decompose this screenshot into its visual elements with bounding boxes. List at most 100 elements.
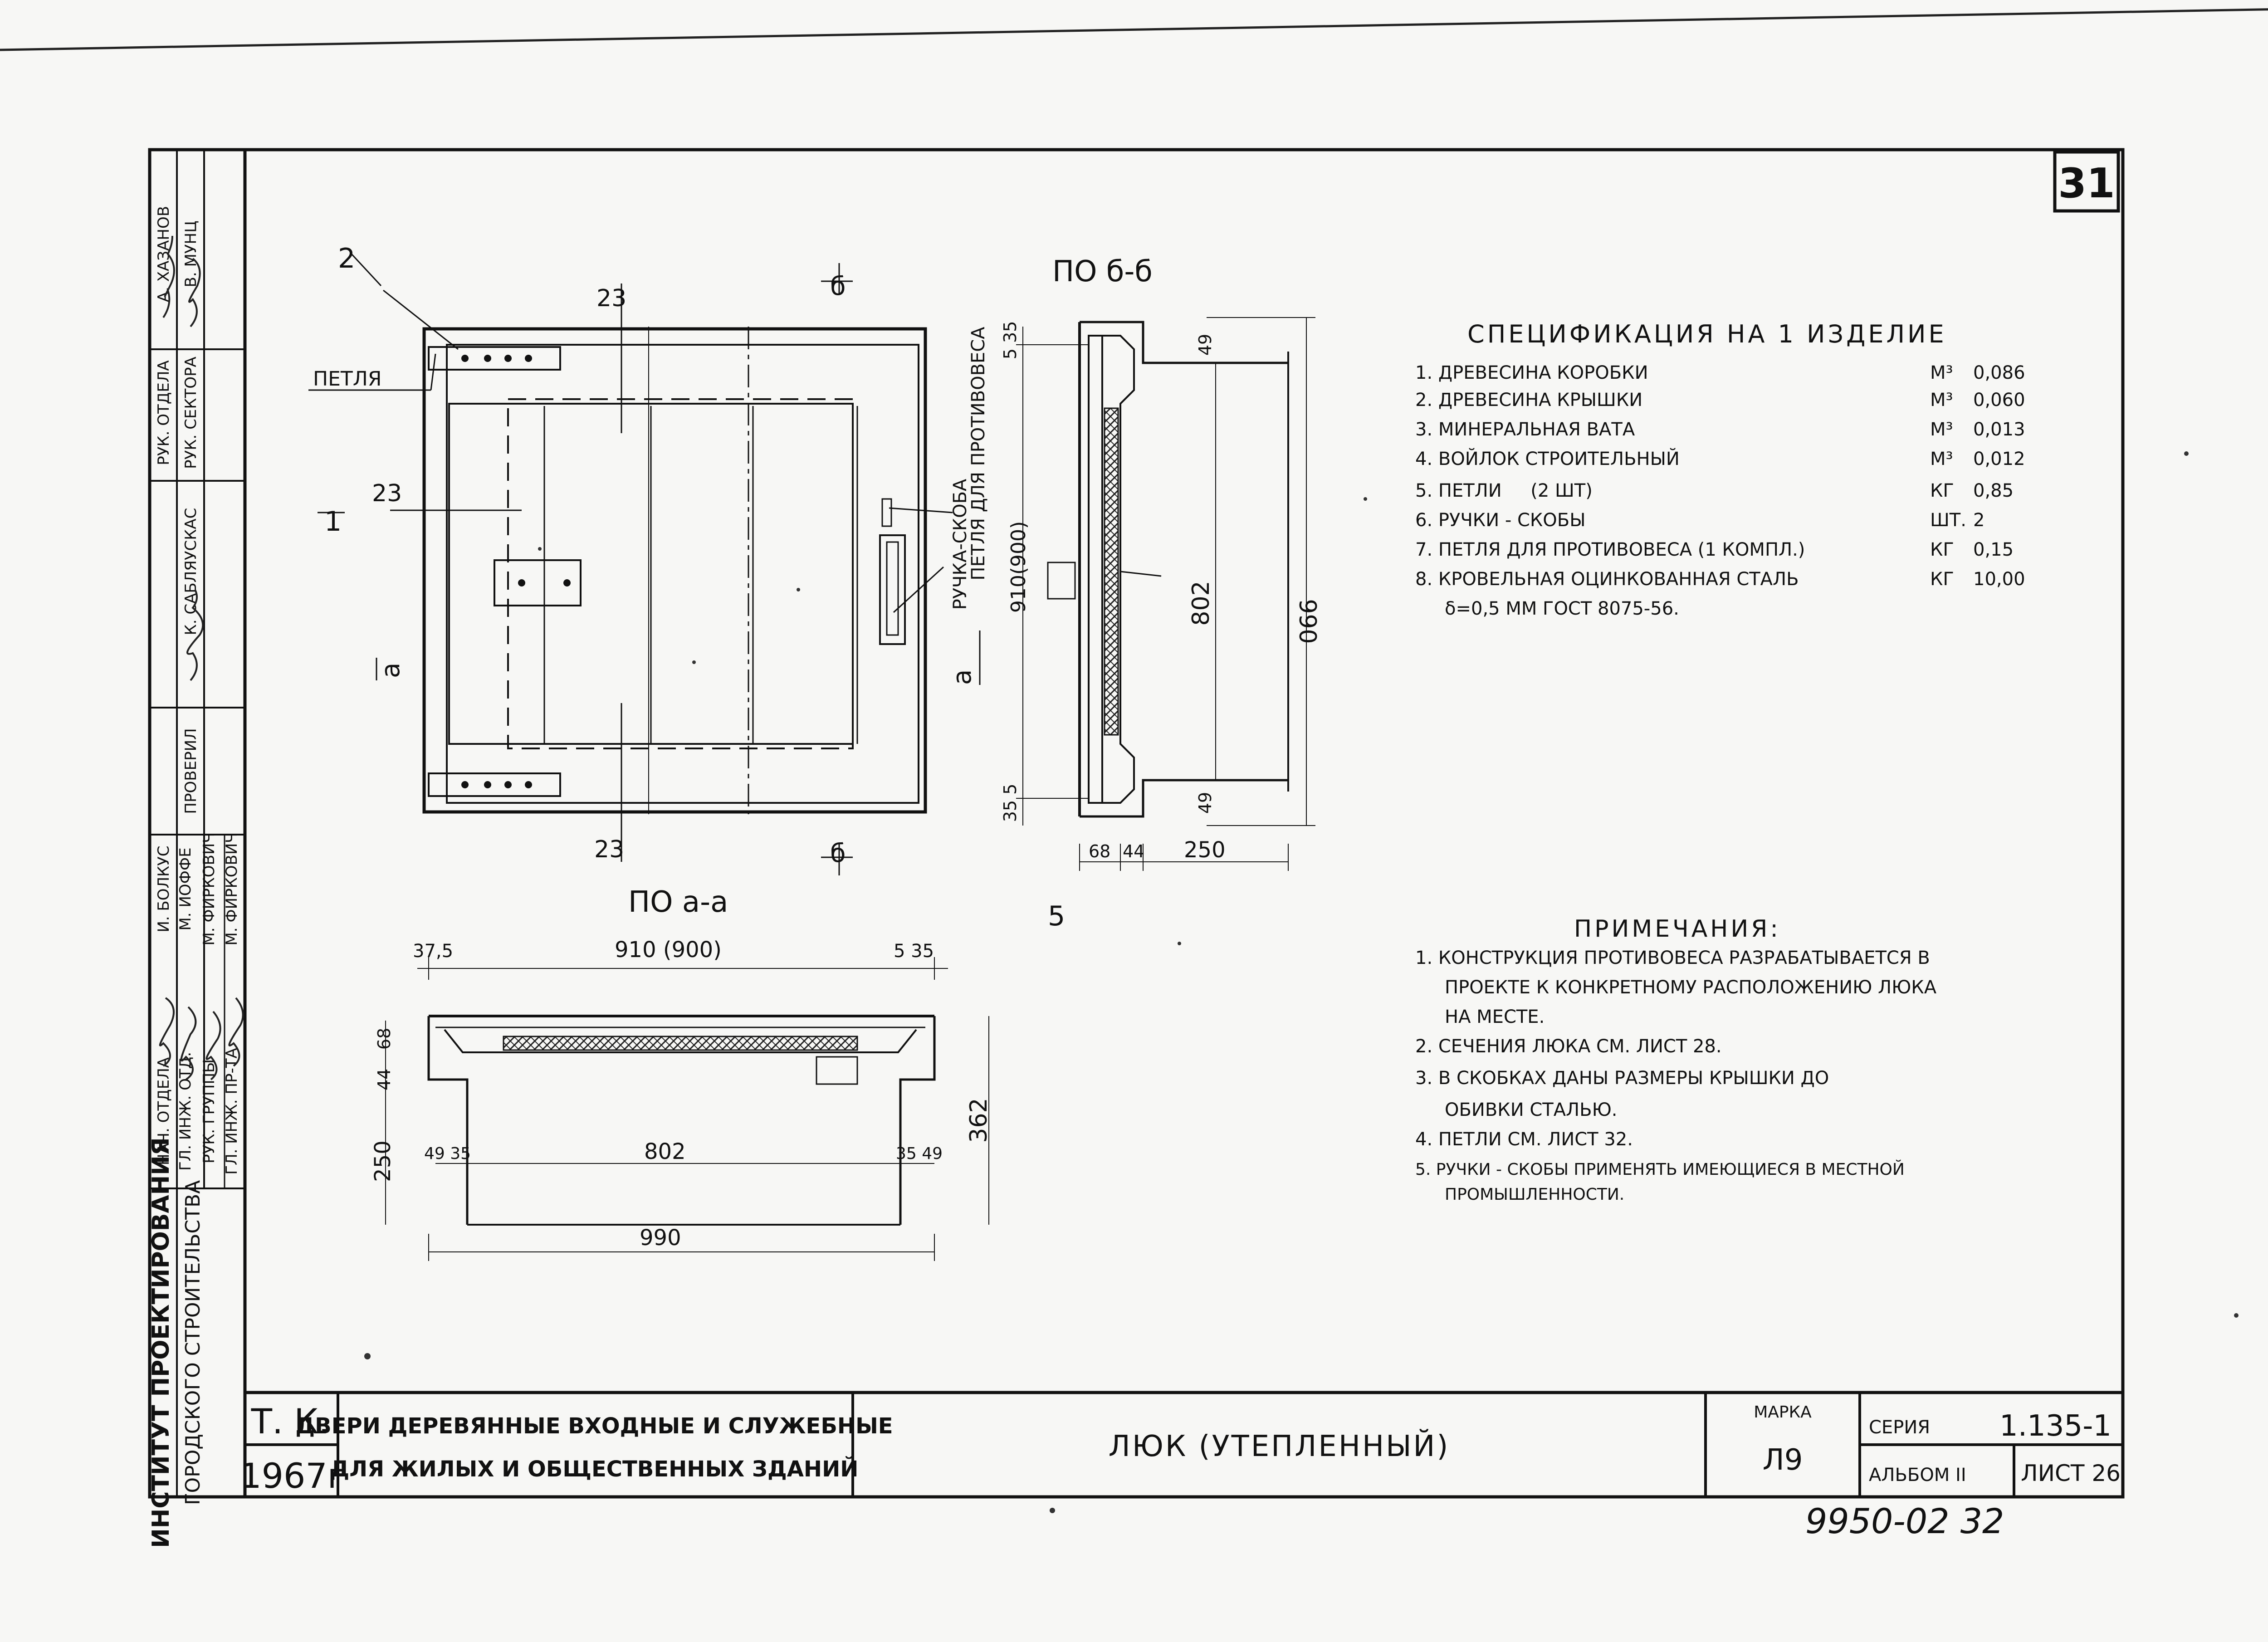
note-line-8: 5. РУЧКИ - СКОБЫ ПРИМЕНЯТЬ ИМЕЮЩИЕСЯ В М… <box>1415 1160 1905 1179</box>
archive-number: 9950-02 32 <box>1805 1501 2004 1541</box>
note-line-4: 2. СЕЧЕНИЯ ЛЮКА СМ. ЛИСТ 28. <box>1415 1036 1722 1057</box>
spec-item-2: 2. ДРЕВЕСИНА КРЫШКИ <box>1415 390 1642 410</box>
plan-view <box>422 327 927 814</box>
tb-drawing-title: ЛЮК (УТЕПЛЕННЫЙ) <box>1109 1429 1450 1463</box>
spec-item-7: 7. ПЕТЛЯ ДЛЯ ПРОТИВОВЕСА (1 КОМПЛ.) <box>1415 539 1805 560</box>
leader-number-2: 2 <box>338 243 355 274</box>
note-line-2: ПРОЕКТЕ К КОНКРЕТНОМУ РАСПОЛОЖЕНИЮ ЛЮКА <box>1445 977 1937 998</box>
spec-value-5: 0,85 <box>1973 480 2014 501</box>
dim-aa-910: 910 (900) <box>615 937 722 963</box>
tb-album-label: АЛЬБОМ II <box>1869 1465 1966 1486</box>
spec-unit-5: КГ <box>1930 480 1954 501</box>
spec-item-3: 3. МИНЕРАЛЬНАЯ ВАТА <box>1415 419 1635 440</box>
title-block-text: Т. К. 1967г ДВЕРИ ДЕРЕВЯННЫЕ ВХОДНЫЕ И С… <box>240 1401 2121 1496</box>
leader-number-1: 1 <box>324 506 342 538</box>
spec-unit-8: КГ <box>1930 569 1954 590</box>
scan-speckles <box>364 451 2239 1513</box>
spec-value-1: 0,086 <box>1973 362 2025 383</box>
section-bb-title: ПО б-б <box>1052 255 1153 288</box>
dim-bb-bot-49: 49 <box>1195 792 1215 814</box>
tb-sheet-label: ЛИСТ 26 <box>2021 1460 2121 1486</box>
stamp-name-row-5: М. ИОФФЕ <box>176 847 195 930</box>
spec-item-4: 4. ВОЙЛОК СТРОИТЕЛЬНЫЙ <box>1415 448 1680 469</box>
spec-value-7: 0,15 <box>1973 539 2014 560</box>
tb-mark-value: Л9 <box>1763 1443 1803 1477</box>
side-stamp-text: А. ХАЗАНОВ РУК. ОТДЕЛА В. МУНЦ РУК. СЕКТ… <box>147 206 241 1548</box>
spec-item-8: 8. КРОВЕЛЬНАЯ ОЦИНКОВАННАЯ СТАЛЬ <box>1415 569 1799 590</box>
section-aa-title: ПО а-а <box>628 885 728 919</box>
stamp-role-row-2: РУК. СЕКТОРА <box>182 357 200 469</box>
dim-aa-535: 5 35 <box>894 941 934 962</box>
section-aa-labels: ПО а-а 37,5 910 (900) 5 35 44 68 250 49 … <box>370 885 992 1251</box>
spec-item-8-line-2: δ=0,5 ММ ГОСТ 8075-56. <box>1445 598 1679 619</box>
dim-aa-44: 44 <box>374 1069 394 1090</box>
signatures <box>159 235 244 1080</box>
spec-value-2: 0,060 <box>1973 390 2025 410</box>
label-loop: ПЕТЛЯ <box>313 367 381 391</box>
spec-value-6: 2 <box>1973 510 1984 531</box>
tb-org: Т. К. <box>251 1401 330 1442</box>
note-line-7: 4. ПЕТЛИ СМ. ЛИСТ 32. <box>1415 1129 1633 1150</box>
scan-edge-line <box>0 8 2268 51</box>
tb-series-label: СЕРИЯ <box>1869 1417 1930 1438</box>
spec-unit-7: КГ <box>1930 539 1954 560</box>
specification: СПЕЦИФИКАЦИЯ НА 1 ИЗДЕЛИЕ 1. ДРЕВЕСИНА К… <box>1415 320 2025 619</box>
tb-mark-label: МАРКА <box>1754 1403 1812 1422</box>
plan-leaders <box>308 253 981 875</box>
dim-aa-990: 990 <box>640 1225 681 1251</box>
sheet-frame <box>148 148 2125 1499</box>
dim-aa-4935: 49 35 <box>424 1144 471 1163</box>
tb-series-value: 1.135-1 <box>1999 1409 2112 1443</box>
spec-unit-4: М³ <box>1930 449 1953 469</box>
note-line-9: ПРОМЫШЛЕННОСТИ. <box>1445 1185 1624 1204</box>
spec-unit-6: ШТ. <box>1930 510 1966 531</box>
dim-bb-bot-small: 35 5 <box>1000 784 1020 822</box>
stamp-role-row-1: РУК. ОТДЕЛА <box>155 360 173 465</box>
tb-project-line-2: ДЛЯ ЖИЛЫХ И ОБЩЕСТВЕННЫХ ЗДАНИЙ <box>330 1456 859 1482</box>
dim-aa-802: 802 <box>644 1139 686 1164</box>
section-mark-b-bottom: б <box>830 839 846 868</box>
spec-unit-2: М³ <box>1930 390 1953 410</box>
spec-value-8: 10,00 <box>1973 569 2025 590</box>
tb-year: 1967г <box>240 1456 345 1496</box>
side-stamp <box>150 150 245 1497</box>
section-mark-b-top: б <box>830 272 846 301</box>
dim-aa-362: 362 <box>965 1098 992 1143</box>
dim-aa-3549: 35 49 <box>896 1144 943 1163</box>
dim-aa-68: 68 <box>374 1028 394 1050</box>
sheet-number: 31 <box>2058 160 2115 207</box>
institute-line-2: ГОРОДСКОГО СТРОИТЕЛЬСТВА <box>181 1180 205 1505</box>
note-line-6: ОБИВКИ СТАЛЬЮ. <box>1445 1100 1617 1120</box>
stamp-name-row-3: К. САБЛЯУСКАС <box>182 508 200 635</box>
dim-bb-990: 990 <box>1294 599 1321 644</box>
note-line-3: НА МЕСТЕ. <box>1445 1007 1545 1027</box>
spec-item-5: 5. ПЕТЛИ (2 ШТ) <box>1415 480 1593 501</box>
dim-plan-vertical: 910(900) <box>1007 521 1030 613</box>
plan-view-hardware <box>461 355 571 788</box>
label-counterweight-loop: ПЕТЛЯ ДЛЯ ПРОТИВОВЕСА <box>968 327 989 581</box>
sheet-number-box: 31 <box>2053 150 2120 213</box>
dim-bb-68: 68 <box>1089 841 1110 861</box>
spec-unit-1: М³ <box>1930 362 1953 383</box>
dim-bb-802: 802 <box>1188 581 1215 626</box>
stamp-name-row-7: М. ФИРКОВИЧ <box>223 832 241 945</box>
spec-value-4: 0,012 <box>1973 449 2025 469</box>
stamp-name-row-2: В. МУНЦ <box>182 221 200 288</box>
dim-bb-250: 250 <box>1184 837 1226 863</box>
dim-bb-top-49: 49 <box>1195 334 1215 356</box>
stamp-role-row-4: НАЧ. ОТДЕЛА <box>155 1057 173 1165</box>
stamp-role-row-6: РУК. ГРУППЫ <box>200 1059 218 1163</box>
section-mark-a-left: а <box>376 663 406 678</box>
stamp-role-row-3: ПРОВЕРИЛ <box>182 728 200 814</box>
stamp-role-row-7: ГЛ. ИНЖ. ПР-ТА <box>223 1048 241 1175</box>
institute-line-1: ИНСТИТУТ ПРОЕКТИРОВАНИЯ <box>147 1137 175 1548</box>
title-block <box>245 1393 2123 1497</box>
dim-plan-top: 23 <box>596 285 626 312</box>
dim-plan-left: 23 <box>372 480 402 507</box>
spec-value-3: 0,013 <box>1973 419 2025 440</box>
stamp-name-row-6: М. ФИРКОВИЧ <box>200 832 218 945</box>
stamp-name-row-4: И. БОЛКУС <box>155 845 173 932</box>
section-bb <box>1016 317 1315 871</box>
dim-bb-top-small: 5 35 <box>1000 321 1020 360</box>
